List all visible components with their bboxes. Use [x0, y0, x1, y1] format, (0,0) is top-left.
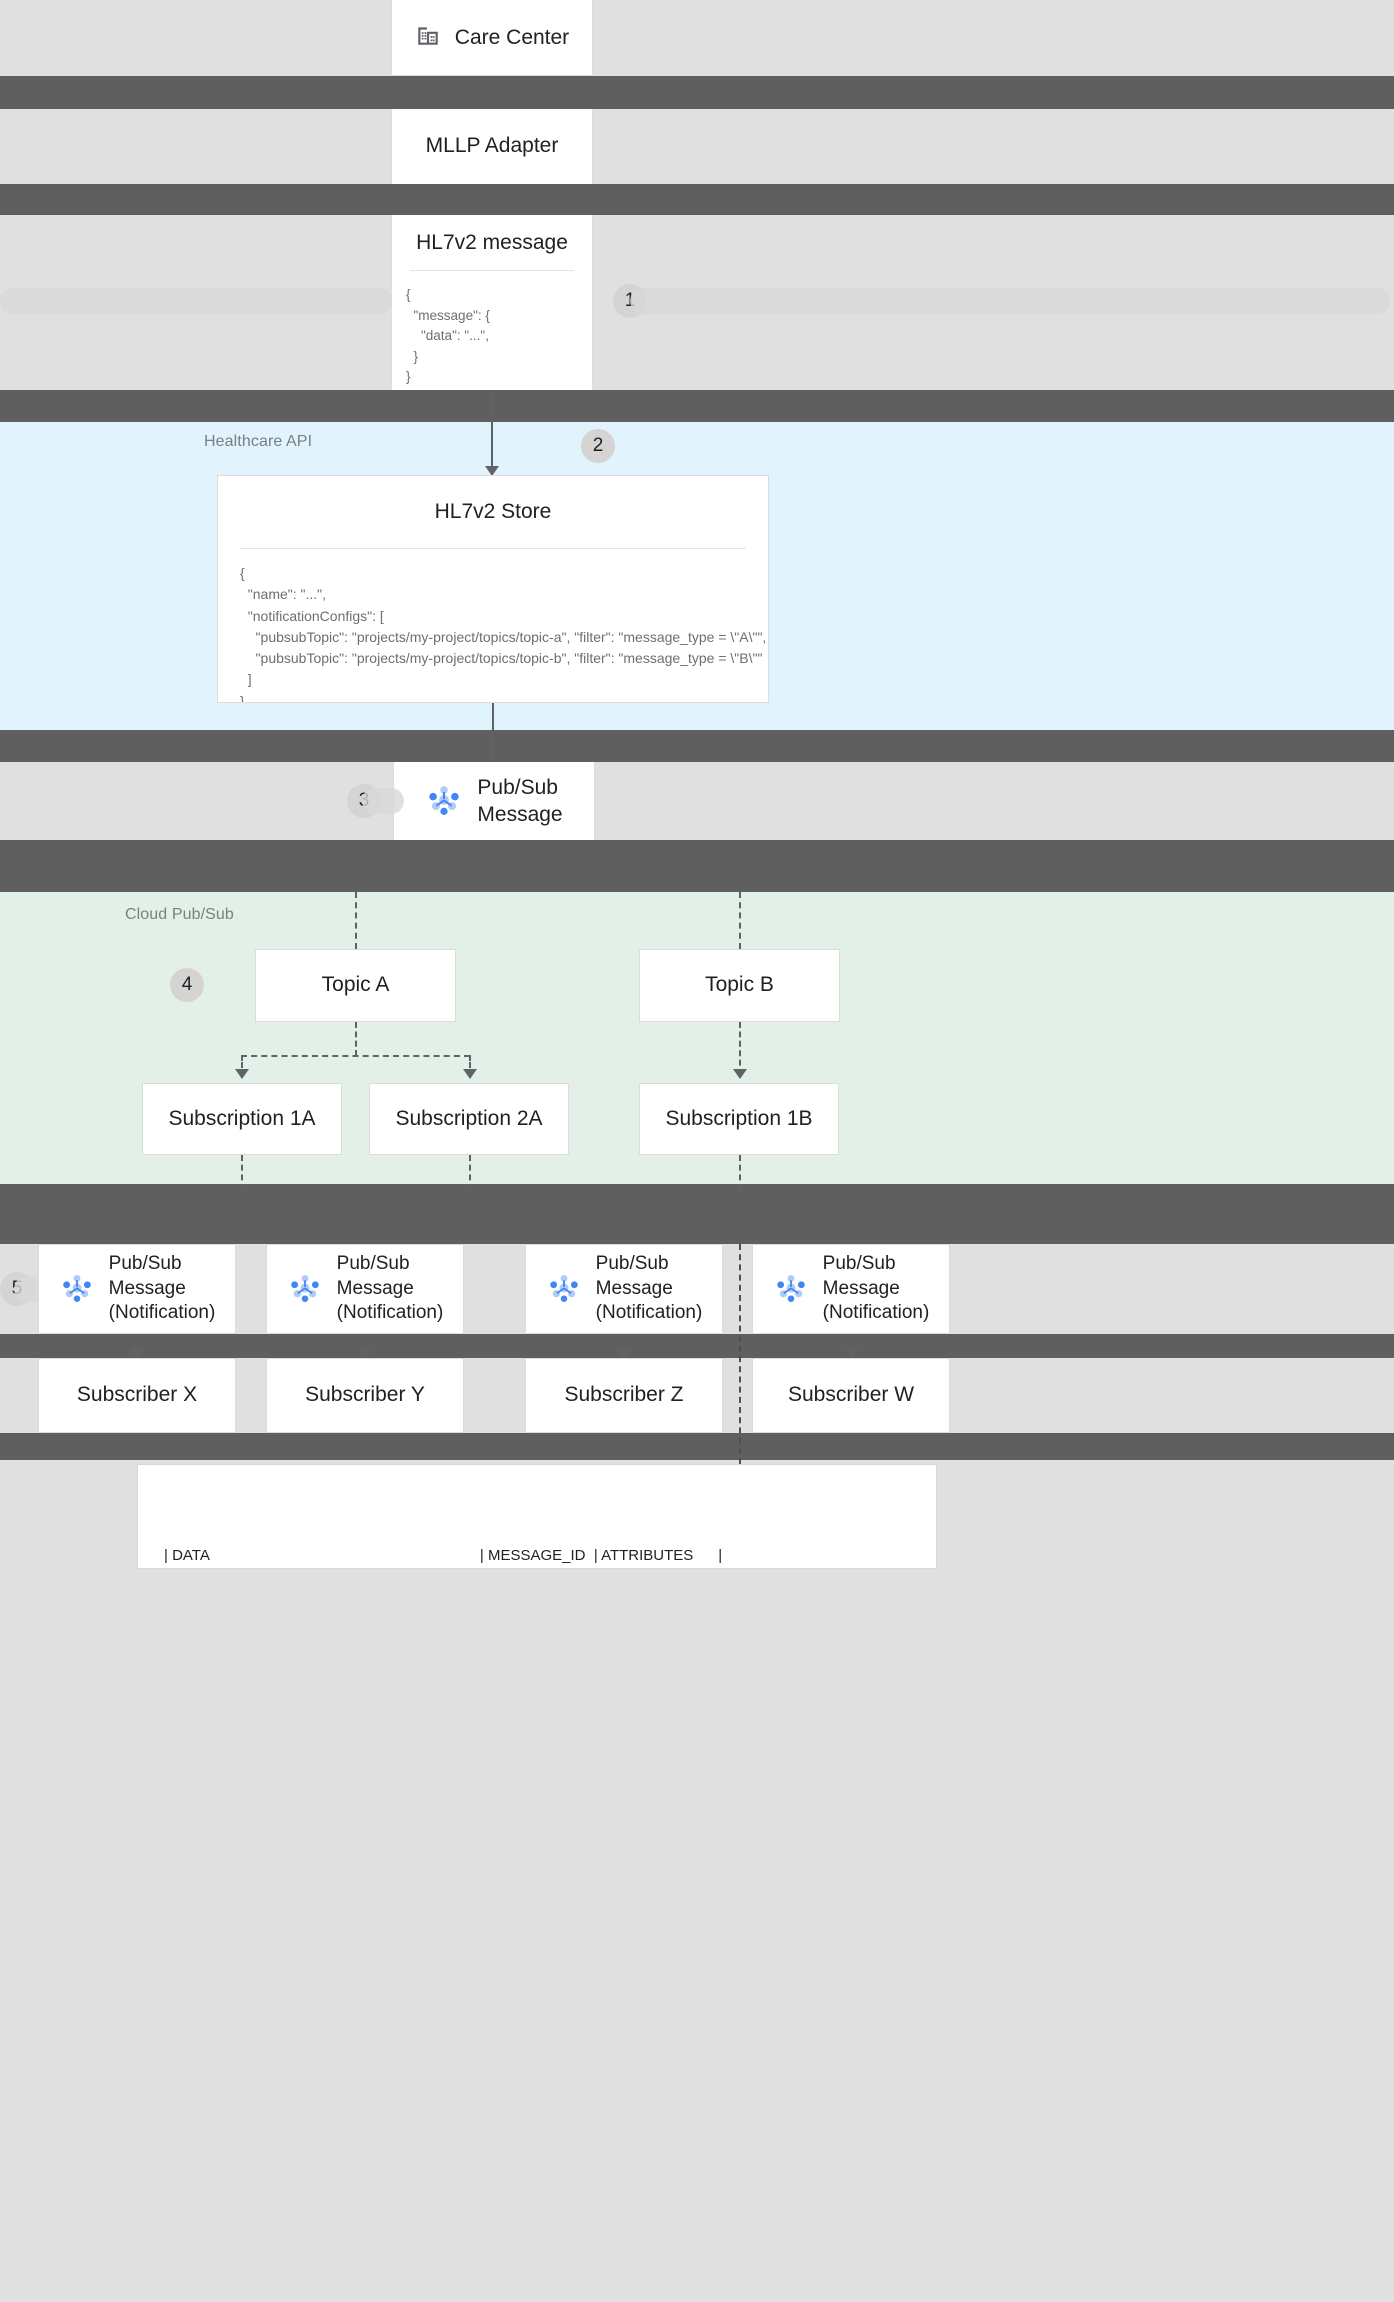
- hl7v2-message-code: { "message": { "data": "...", } }: [406, 287, 490, 385]
- subscriber-y-label: Subscriber Y: [305, 1383, 425, 1407]
- connector-to-sub-1a: [241, 1055, 243, 1075]
- node-hl7v2-store[interactable]: HL7v2 Store { "name": "...", "notificati…: [217, 475, 769, 703]
- terminal-line-header: | DATA | MESSAGE_ID | ATTRIBUTES |: [164, 1546, 723, 1564]
- connector-store-to-pubsub: [492, 703, 494, 762]
- step-1-pill-left: [0, 288, 392, 314]
- node-notification-3[interactable]: Pub/Sub Message (Notification): [525, 1244, 723, 1334]
- connector-sub-1b-to-terminal: [739, 1244, 741, 1464]
- connector-to-sub-2a: [469, 1055, 471, 1075]
- connector-message-to-store: [491, 390, 493, 478]
- node-subscriber-x[interactable]: Subscriber X: [38, 1358, 236, 1433]
- connector-to-subscriber-z-arrow: [617, 1348, 631, 1358]
- connector-to-subscriber-w-arrow: [845, 1348, 859, 1358]
- notification-3-label: Pub/Sub Message (Notification): [595, 1252, 703, 1324]
- hl7v2-store-title: HL7v2 Store: [434, 500, 552, 523]
- band-divider-8: [0, 1433, 1394, 1460]
- mllp-adapter-label: MLLP Adapter: [425, 134, 559, 158]
- subscription-2a-label: Subscription 2A: [395, 1106, 543, 1130]
- connector-topic-a-bus: [241, 1055, 470, 1057]
- hl7v2-message-title: HL7v2 message: [416, 230, 568, 254]
- band-mllp: [0, 109, 1394, 184]
- pubsub-icon: [546, 1269, 582, 1310]
- connector-sub-1a-down: [241, 1155, 243, 1190]
- zone-label-cloud-pubsub: Cloud Pub/Sub: [125, 906, 234, 923]
- hl7v2-store-code: { "name": "...", "notificationConfigs": …: [240, 565, 767, 702]
- step-badge-4: 4: [170, 968, 204, 1002]
- node-subscriber-y[interactable]: Subscriber Y: [266, 1358, 464, 1433]
- connector-to-topic-a: [355, 892, 357, 949]
- pubsub-icon: [425, 780, 463, 823]
- connector-to-sub-1b-arrow: [733, 1069, 747, 1079]
- band-divider-6: [0, 1184, 1394, 1244]
- connector-sub-1b-down: [739, 1155, 741, 1190]
- connector-to-sub-1b: [739, 1022, 741, 1075]
- hl7v2-store-divider: [240, 548, 746, 549]
- notification-4-label: Pub/Sub Message (Notification): [822, 1252, 930, 1324]
- node-notification-1[interactable]: Pub/Sub Message (Notification): [38, 1244, 236, 1334]
- node-subscriber-z[interactable]: Subscriber Z: [525, 1358, 723, 1433]
- node-care-center[interactable]: Care Center: [391, 0, 593, 76]
- subscription-1b-label: Subscription 1B: [665, 1106, 813, 1130]
- connector-to-subscriber-y-arrow: [358, 1348, 372, 1358]
- connector-to-sub-1a-arrow: [235, 1069, 249, 1079]
- connector-message-to-store-arrow: [485, 466, 499, 476]
- step-1-pill: [630, 288, 1390, 314]
- band-divider-5: [0, 840, 1394, 892]
- node-pubsub-message[interactable]: Pub/Sub Message: [393, 762, 595, 840]
- band-divider-7: [0, 1334, 1394, 1358]
- node-mllp-adapter[interactable]: MLLP Adapter: [391, 109, 593, 184]
- node-hl7v2-message[interactable]: HL7v2 message { "message": { "data": "..…: [391, 215, 593, 390]
- topic-b-label: Topic B: [705, 973, 774, 997]
- band-streak-1: [0, 1200, 1394, 1210]
- band-pubsub-message: [0, 762, 1394, 840]
- subscriber-x-label: Subscriber X: [76, 1383, 198, 1407]
- terminal-output: | DATA | MESSAGE_ID | ATTRIBUTES | | ---…: [137, 1464, 937, 1569]
- topic-a-label: Topic A: [321, 973, 390, 997]
- pubsub-icon: [773, 1269, 809, 1310]
- connector-to-sub-2a-arrow: [463, 1069, 477, 1079]
- band-divider-2: [0, 184, 1394, 215]
- pubsub-icon: [287, 1269, 323, 1310]
- notification-1-label: Pub/Sub Message (Notification): [108, 1252, 216, 1324]
- band-terminal: [0, 1460, 1394, 2302]
- notification-2-label: Pub/Sub Message (Notification): [336, 1252, 444, 1324]
- node-topic-b[interactable]: Topic B: [639, 949, 840, 1022]
- zone-label-healthcare-api: Healthcare API: [204, 433, 313, 450]
- node-subscription-1a[interactable]: Subscription 1A: [142, 1083, 342, 1155]
- connector-sub-2a-down: [469, 1155, 471, 1190]
- connector-topic-a-stem: [355, 1022, 357, 1056]
- band-divider-3: [0, 390, 1394, 422]
- subscription-1a-label: Subscription 1A: [168, 1106, 316, 1130]
- connector-to-subscriber-x-arrow: [130, 1348, 144, 1358]
- care-center-label: Care Center: [454, 25, 570, 49]
- step-badge-2: 2: [581, 429, 615, 463]
- subscriber-w-label: Subscriber W: [787, 1383, 915, 1407]
- band-divider-4: [0, 730, 1394, 762]
- node-subscription-2a[interactable]: Subscription 2A: [369, 1083, 569, 1155]
- step-3-pill: [362, 788, 404, 814]
- pubsub-message-label: Pub/Sub Message: [477, 775, 563, 826]
- hl7v2-message-divider: [410, 270, 574, 271]
- band-care-center: [0, 0, 1394, 76]
- pubsub-icon: [59, 1269, 95, 1310]
- node-topic-a[interactable]: Topic A: [255, 949, 456, 1022]
- band-divider-1: [0, 76, 1394, 109]
- subscriber-z-label: Subscriber Z: [564, 1383, 684, 1407]
- node-notification-4[interactable]: Pub/Sub Message (Notification): [752, 1244, 950, 1334]
- connector-to-topic-b: [739, 892, 741, 949]
- building-icon: [415, 22, 441, 53]
- node-notification-2[interactable]: Pub/Sub Message (Notification): [266, 1244, 464, 1334]
- node-subscriber-w[interactable]: Subscriber W: [752, 1358, 950, 1433]
- node-subscription-1b[interactable]: Subscription 1B: [639, 1083, 839, 1155]
